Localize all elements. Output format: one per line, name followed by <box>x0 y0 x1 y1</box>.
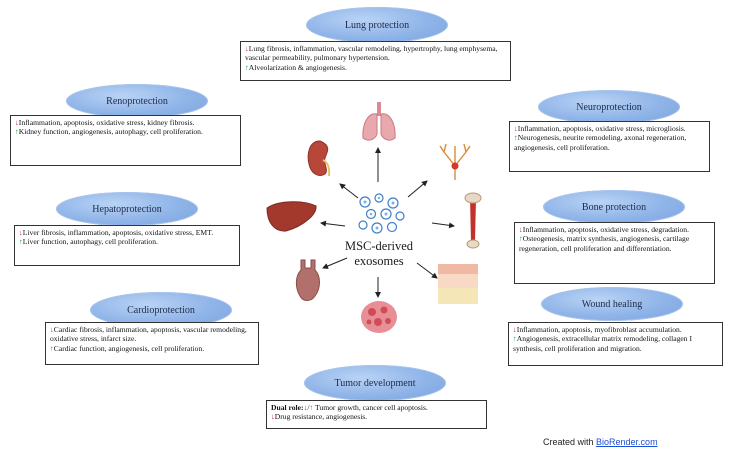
lung-up-text: Alveolarization & angiogenesis. <box>248 62 347 72</box>
hepatoprotection-title: Hepatoprotection <box>92 203 162 215</box>
bone-up-text: Osteogenesis, matrix synthesis, angiogen… <box>519 234 690 253</box>
down-arrow-icon: ↓ <box>271 412 275 422</box>
skin-icon <box>438 264 478 304</box>
hepatoprotection-box: ↓Liver fibrosis, inflammation, apoptosis… <box>14 225 240 266</box>
neuro-up-text: Neurogenesis, neurite remodeling, axonal… <box>514 133 687 152</box>
down-arrow-icon: ↓ <box>15 118 19 127</box>
up-arrow-icon: ↑ <box>245 62 249 72</box>
arrow-skin <box>416 262 438 279</box>
hepato-up-text: Liver function, autophagy, cell prolifer… <box>22 237 158 247</box>
up-arrow-icon: ↑ <box>309 403 314 412</box>
up-arrow-icon: ↑ <box>514 133 518 143</box>
lung-protection-box: ↓Lung fibrosis, inflammation, vascular r… <box>240 41 511 81</box>
down-arrow-icon: ↓ <box>303 403 308 412</box>
renal-down-text: Inflammation, apoptosis, oxidative stres… <box>18 118 195 127</box>
lungs-icon <box>362 102 396 141</box>
renal-up-text: Kidney function, angiogenesis, autophagy… <box>18 127 203 137</box>
neuro-down-text: Inflammation, apoptosis, oxidative stres… <box>517 124 686 133</box>
credit-prefix: Created with <box>543 437 597 447</box>
arrow-heart <box>322 257 348 269</box>
down-arrow-icon: ↓ <box>514 124 518 133</box>
exosome-cluster-icon <box>358 193 405 234</box>
renoprotection-title: Renoprotection <box>106 95 168 107</box>
kidney-icon <box>307 140 331 177</box>
bone-protection-box: ↓Inflammation, apoptosis, oxidative stre… <box>514 222 715 284</box>
arrow-neuron <box>407 180 428 198</box>
liver-icon <box>266 201 317 232</box>
arrow-bone <box>431 222 455 229</box>
tumor-down-text: Drug resistance, angiogenesis. <box>274 412 368 422</box>
tumor-development-box: Dual role:↓/↑ Tumor growth, cancer cell … <box>266 400 487 429</box>
up-arrow-icon: ↑ <box>19 237 23 247</box>
cardio-down-text: Cardiac fibrosis, inflammation, apoptosi… <box>50 325 247 344</box>
up-arrow-icon: ↑ <box>15 127 19 137</box>
down-arrow-icon: ↓ <box>519 225 523 234</box>
tumor-icon <box>361 301 397 333</box>
wound-down-text: Inflammation, apoptosis, myofibroblast a… <box>516 325 682 334</box>
tumor-dual-text: Tumor growth, cancer cell apoptosis. <box>315 403 428 412</box>
bone-protection-title: Bone protection <box>581 201 647 213</box>
down-arrow-icon: ↓ <box>50 325 54 334</box>
neuroprotection-box: ↓Inflammation, apoptosis, oxidative stre… <box>509 121 710 172</box>
neuroprotection-oval: Neuroprotection <box>538 90 680 124</box>
center-label: MSC-derived exosomes <box>329 239 429 269</box>
renoprotection-oval: Renoprotection <box>66 84 208 118</box>
up-arrow-icon: ↑ <box>519 234 523 244</box>
hepato-down-text: Liver fibrosis, inflammation, apoptosis,… <box>22 228 214 237</box>
down-arrow-icon: ↓ <box>245 44 249 53</box>
heart-icon <box>295 259 320 301</box>
lung-down-text: Lung fibrosis, inflammation, vascular re… <box>245 44 498 63</box>
center-label-line1: MSC-derived <box>344 239 414 253</box>
down-arrow-icon: ↓ <box>19 228 23 237</box>
biorender-link[interactable]: BioRender.com <box>596 437 658 447</box>
lung-protection-oval: Lung protection <box>306 7 448 43</box>
wound-healing-title: Wound healing <box>581 298 643 310</box>
bone-protection-oval: Bone protection <box>543 190 685 224</box>
renoprotection-box: ↓Inflammation, apoptosis, oxidative stre… <box>10 115 241 166</box>
center-label-line2: exosomes <box>354 254 404 268</box>
tumor-dual-label: Dual role: <box>271 403 304 412</box>
biorender-credit: Created with BioRender.com <box>543 437 658 447</box>
bone-down-text: Inflammation, apoptosis, oxidative stres… <box>522 225 689 234</box>
bone-icon <box>464 192 482 249</box>
lung-protection-title: Lung protection <box>344 19 410 31</box>
neuroprotection-title: Neuroprotection <box>576 101 642 113</box>
cardioprotection-box: ↓Cardiac fibrosis, inflammation, apoptos… <box>45 322 259 365</box>
up-arrow-icon: ↑ <box>513 334 517 344</box>
neuron-icon <box>439 143 471 180</box>
wound-healing-oval: Wound healing <box>541 287 683 321</box>
arrow-kidney <box>339 183 359 199</box>
tumor-development-oval: Tumor development <box>304 365 446 401</box>
down-arrow-icon: ↓ <box>513 325 517 334</box>
up-arrow-icon: ↑ <box>50 343 54 353</box>
cardioprotection-title: Cardioprotection <box>127 304 195 316</box>
hepatoprotection-oval: Hepatoprotection <box>56 192 198 226</box>
cardio-up-text: Cardiac function, angiogenesis, cell pro… <box>53 343 205 353</box>
arrow-liver <box>320 220 346 227</box>
wound-healing-box: ↓Inflammation, apoptosis, myofibroblast … <box>508 322 723 366</box>
tumor-development-title: Tumor development <box>334 377 416 389</box>
wound-up-text: Angiogenesis, extracellular matrix remod… <box>513 334 693 353</box>
